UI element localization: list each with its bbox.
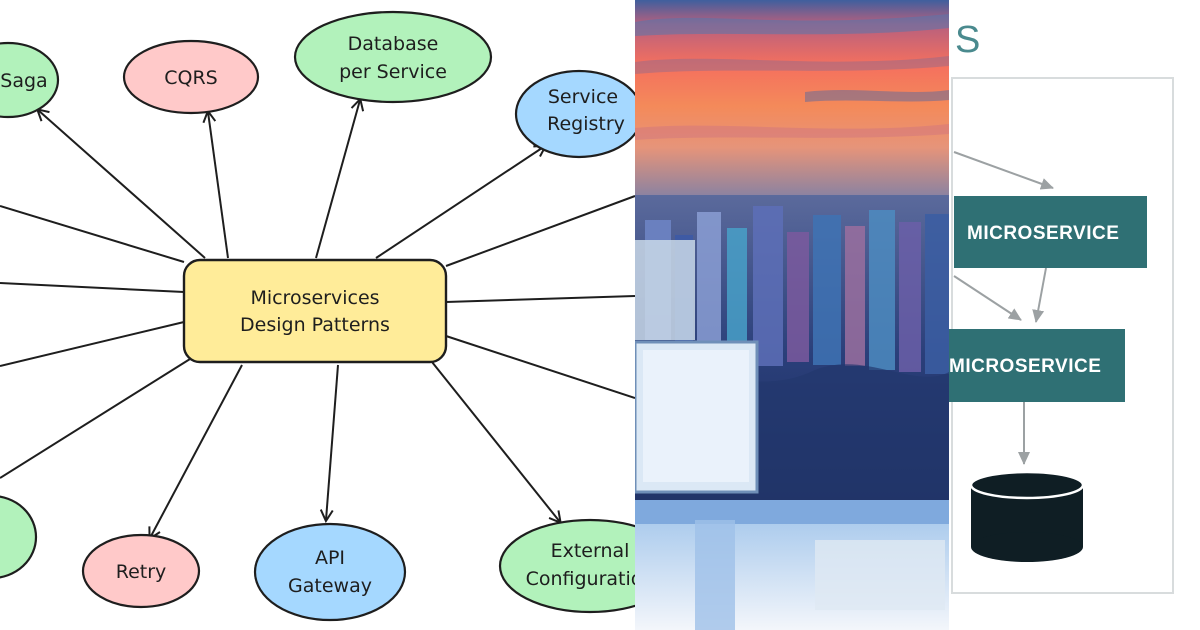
city-buildings [645,206,949,374]
node-api-gateway-line1: API [315,547,345,569]
connector-arrows [0,100,635,538]
node-external-configuration: External Configuration [498,518,635,614]
architecture-svg: S MICROSERVICE MICROSERVICE [949,19,1174,594]
arrow-to-database-per-service [315,100,360,259]
node-offscreen-bottom-left [0,495,38,579]
microservice-box-bottom: MICROSERVICE [949,329,1125,402]
node-external-configuration-line1: External [551,540,630,562]
node-cqrs: CQRS [122,39,260,115]
node-database-per-service: Database per Service [293,10,493,104]
arrow-offscreen-left-4 [0,353,199,479]
architecture-arrows [953,151,1054,465]
arrow-to-retry [150,364,243,538]
arrow-to-service-registry [375,146,545,259]
node-service-registry-line2: Registry [547,113,625,135]
mindmap-panel: Saga CQRS Database per Service Service R… [0,10,635,622]
database-icon [969,470,1085,562]
arrow-offscreen-right-3 [445,335,635,399]
center-node-line2: Design Patterns [240,314,390,336]
node-external-configuration-line2: Configuration [526,568,635,590]
arrow-offscreen-left-2 [0,282,185,293]
arrow-offscreen-left-3 [0,321,185,367]
arrow-to-cqrs [208,112,229,259]
microservice-box-top: MICROSERVICE [954,196,1147,268]
microservice-box-top-label: MICROSERVICE [967,223,1119,244]
microservice-box-bottom-label: MICROSERVICE [949,356,1101,377]
arrow-offscreen-left-1 [0,205,185,263]
node-retry: Retry [81,533,201,609]
node-cqrs-label: CQRS [164,67,217,89]
arrow-offscreen-right-1 [445,195,635,267]
node-service-registry-line1: Service [548,86,618,108]
center-node-line1: Microservices [250,287,379,309]
arrow-to-api-gateway [326,364,339,520]
city-sunset-svg [635,0,949,630]
architecture-panel: S MICROSERVICE MICROSERVICE [949,0,1200,630]
arrow-to-saga [38,110,206,259]
mindmap-svg: Saga CQRS Database per Service Service R… [0,10,635,622]
node-retry-label: Retry [116,561,167,583]
node-service-registry: Service Registry [514,69,635,159]
node-database-per-service-line2: per Service [339,61,447,83]
arrow-to-external-configuration [431,361,560,522]
node-saga: Saga [0,41,60,119]
architecture-title-fragment: S [955,19,980,61]
node-api-gateway: API Gateway [253,522,407,622]
node-api-gateway-line2: Gateway [288,575,372,597]
node-database-per-service-line1: Database [348,33,439,55]
city-sunset-painting [635,0,949,630]
center-node: Microservices Design Patterns [182,258,448,364]
arrow-offscreen-right-2 [445,295,635,303]
node-saga-label: Saga [0,70,47,92]
